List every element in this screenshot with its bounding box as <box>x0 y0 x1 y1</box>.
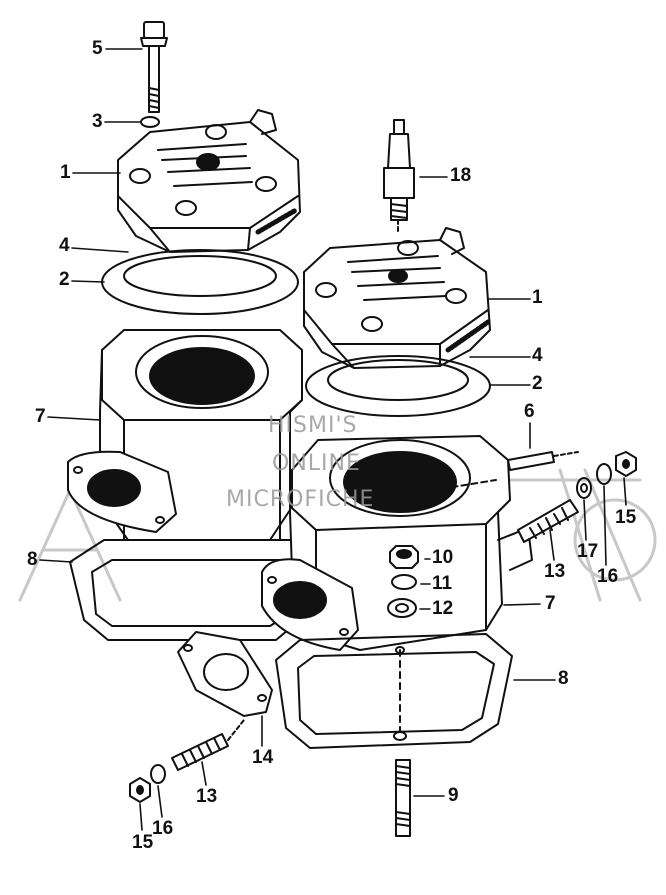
lock-washer-right-16 <box>596 463 612 485</box>
exhaust-gasket-14 <box>177 631 273 717</box>
washer-3 <box>140 116 160 128</box>
callout-6: 6 <box>524 401 535 422</box>
exhaust-stud-right-13 <box>517 499 579 543</box>
watermark-line-1: HISMI'S <box>268 413 358 438</box>
callout-7-left: 7 <box>35 406 46 427</box>
head-oring-left-4 <box>123 255 277 297</box>
callout-18: 18 <box>450 165 472 186</box>
head-gasket-left-2 <box>101 249 299 315</box>
stud-9 <box>395 759 411 837</box>
head-oring-right-4 <box>327 359 469 401</box>
callout-13-right: 13 <box>544 561 566 582</box>
callout-2-left: 2 <box>59 269 70 290</box>
lock-washer-11 <box>391 574 417 590</box>
cylinder-head-right-1 <box>303 227 491 369</box>
callout-15-right: 15 <box>615 507 637 528</box>
cylinder-right-7 <box>261 435 533 654</box>
callout-11: 11 <box>432 573 453 594</box>
nut-right-15 <box>615 451 637 477</box>
callout-12: 12 <box>432 598 454 619</box>
nut-left-15 <box>129 777 151 803</box>
callout-7-right: 7 <box>545 593 556 614</box>
watermark-line-3: MICROFICHE <box>226 487 375 512</box>
pin-6 <box>421 451 579 493</box>
washer-17 <box>576 477 592 499</box>
callout-8-right: 8 <box>558 668 569 689</box>
base-gasket-right-8 <box>275 633 513 749</box>
callout-16-right: 16 <box>597 566 619 587</box>
callout-8-left: 8 <box>27 549 38 570</box>
callout-14: 14 <box>252 747 274 768</box>
leader-lines <box>39 48 627 831</box>
callout-10: 10 <box>432 547 454 568</box>
callout-9: 9 <box>448 785 459 806</box>
cylinder-left-7 <box>67 329 303 541</box>
spark-plug-18 <box>383 119 415 233</box>
callout-2-right: 2 <box>532 373 543 394</box>
exhaust-stud-left-13 <box>171 719 245 771</box>
watermark-line-2: ONLINE <box>272 451 361 476</box>
nut-10 <box>389 545 419 569</box>
callout-13-left: 13 <box>196 786 218 807</box>
callout-3: 3 <box>92 111 103 132</box>
callout-17: 17 <box>577 541 599 562</box>
callout-15-left: 15 <box>132 832 154 853</box>
callout-4-right: 4 <box>532 345 543 366</box>
head-bolt-5 <box>140 21 168 113</box>
cylinder-head-left-1 <box>117 109 301 253</box>
callout-16-left: 16 <box>152 818 174 839</box>
head-gasket-right-2 <box>305 355 491 417</box>
callout-1-left: 1 <box>60 162 71 183</box>
callout-5: 5 <box>92 38 103 59</box>
callout-4-left: 4 <box>59 235 70 256</box>
washer-12 <box>387 598 417 618</box>
lock-washer-left-16 <box>150 764 166 784</box>
callout-1-right: 1 <box>532 287 543 308</box>
